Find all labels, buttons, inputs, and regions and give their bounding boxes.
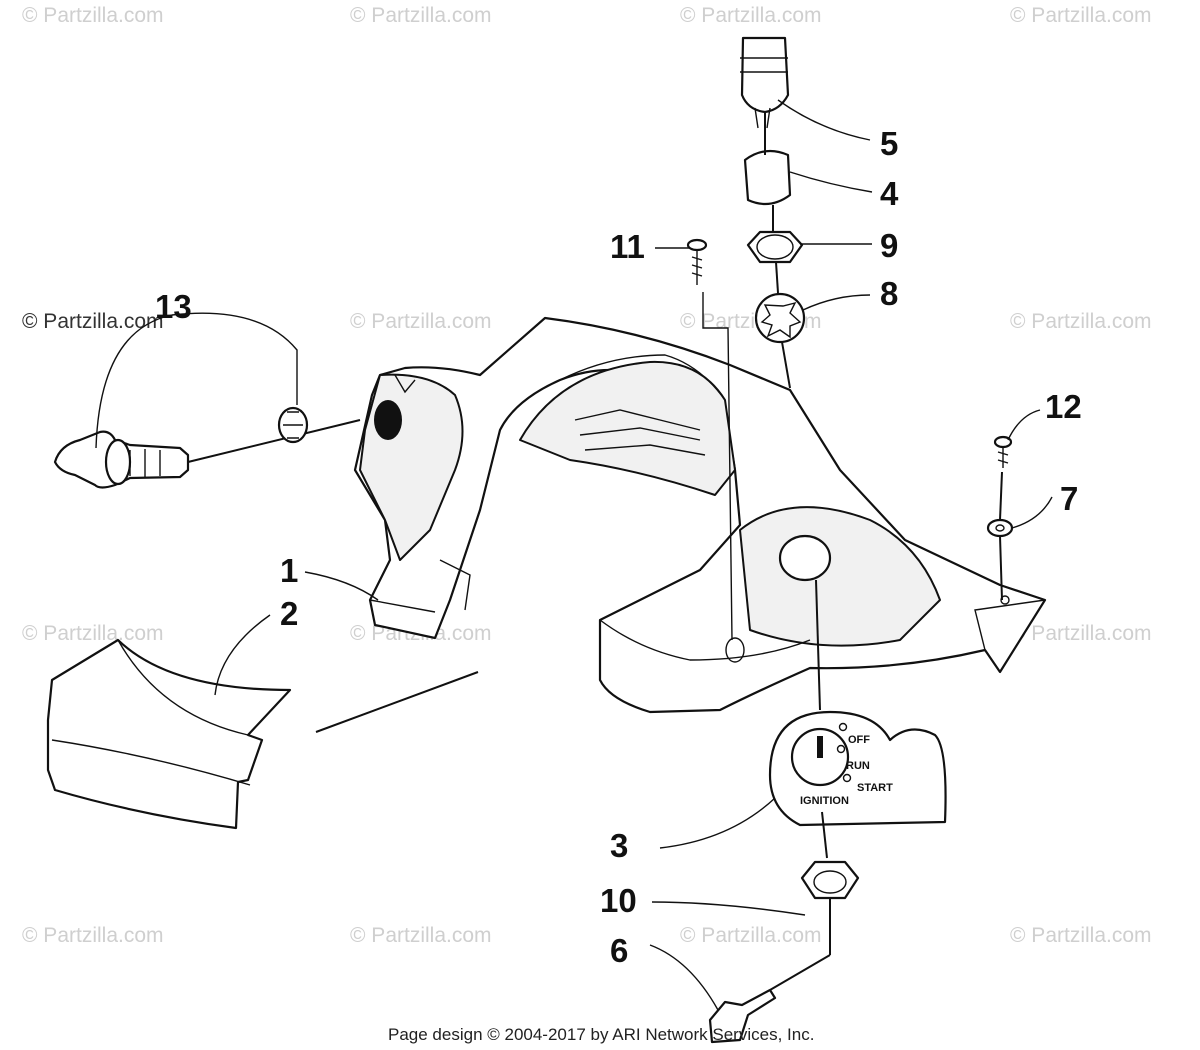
watermark: © Partzilla.com (350, 310, 492, 333)
callouts: 1 2 3 4 5 6 7 8 9 10 11 12 13 (155, 125, 1082, 969)
callout-12: 12 (1045, 388, 1082, 425)
watermark: © Partzilla.com (1010, 4, 1152, 27)
watermark: © Partzilla.com (680, 4, 822, 27)
callout-3: 3 (610, 827, 628, 864)
watermark: © Partzilla.com (22, 622, 164, 645)
watermark: © Partzilla.com (22, 310, 164, 333)
leader-lines (214, 99, 1053, 1011)
callout-2: 2 (280, 595, 298, 632)
callout-4: 4 (880, 175, 899, 212)
callout-11: 11 (610, 228, 645, 265)
watermark: © Partzilla.com (350, 924, 492, 947)
callout-5: 5 (880, 125, 898, 162)
callout-13: 13 (155, 288, 192, 325)
callout-1: 1 (280, 552, 298, 589)
watermark: © Partzilla.com (22, 924, 164, 947)
watermark: © Partzilla.com (1010, 622, 1152, 645)
watermark: © Partzilla.com (680, 924, 822, 947)
watermark: © Partzilla.com (350, 4, 492, 27)
callout-8: 8 (880, 275, 898, 312)
screw-12-washer-drawing (986, 435, 1014, 601)
watermark: © Partzilla.com (22, 4, 164, 27)
ignition-switch-stack-drawing (740, 36, 806, 389)
cover-plate-drawing (46, 638, 479, 830)
page-footer: Page design © 2004-2017 by ARI Network S… (388, 1025, 814, 1044)
steering-housing-drawing (353, 316, 1047, 714)
ignition-label: IGNITION (800, 795, 849, 807)
watermark: © Partzilla.com (1010, 310, 1152, 333)
screw-11-drawing (686, 238, 733, 641)
callout-6: 6 (610, 932, 628, 969)
nut-and-key-drawing (708, 860, 860, 1044)
callout-9: 9 (880, 227, 898, 264)
callout-10: 10 (600, 882, 637, 919)
accessory-plug-drawing (53, 312, 361, 489)
ignition-plate-drawing: OFF RUN START IGNITION (768, 579, 947, 859)
callout-7: 7 (1060, 480, 1078, 517)
ignition-run-label: RUN (846, 760, 870, 772)
watermark: © Partzilla.com (1010, 924, 1152, 947)
ignition-start-label: START (857, 782, 893, 794)
ignition-off-label: OFF (848, 734, 870, 746)
